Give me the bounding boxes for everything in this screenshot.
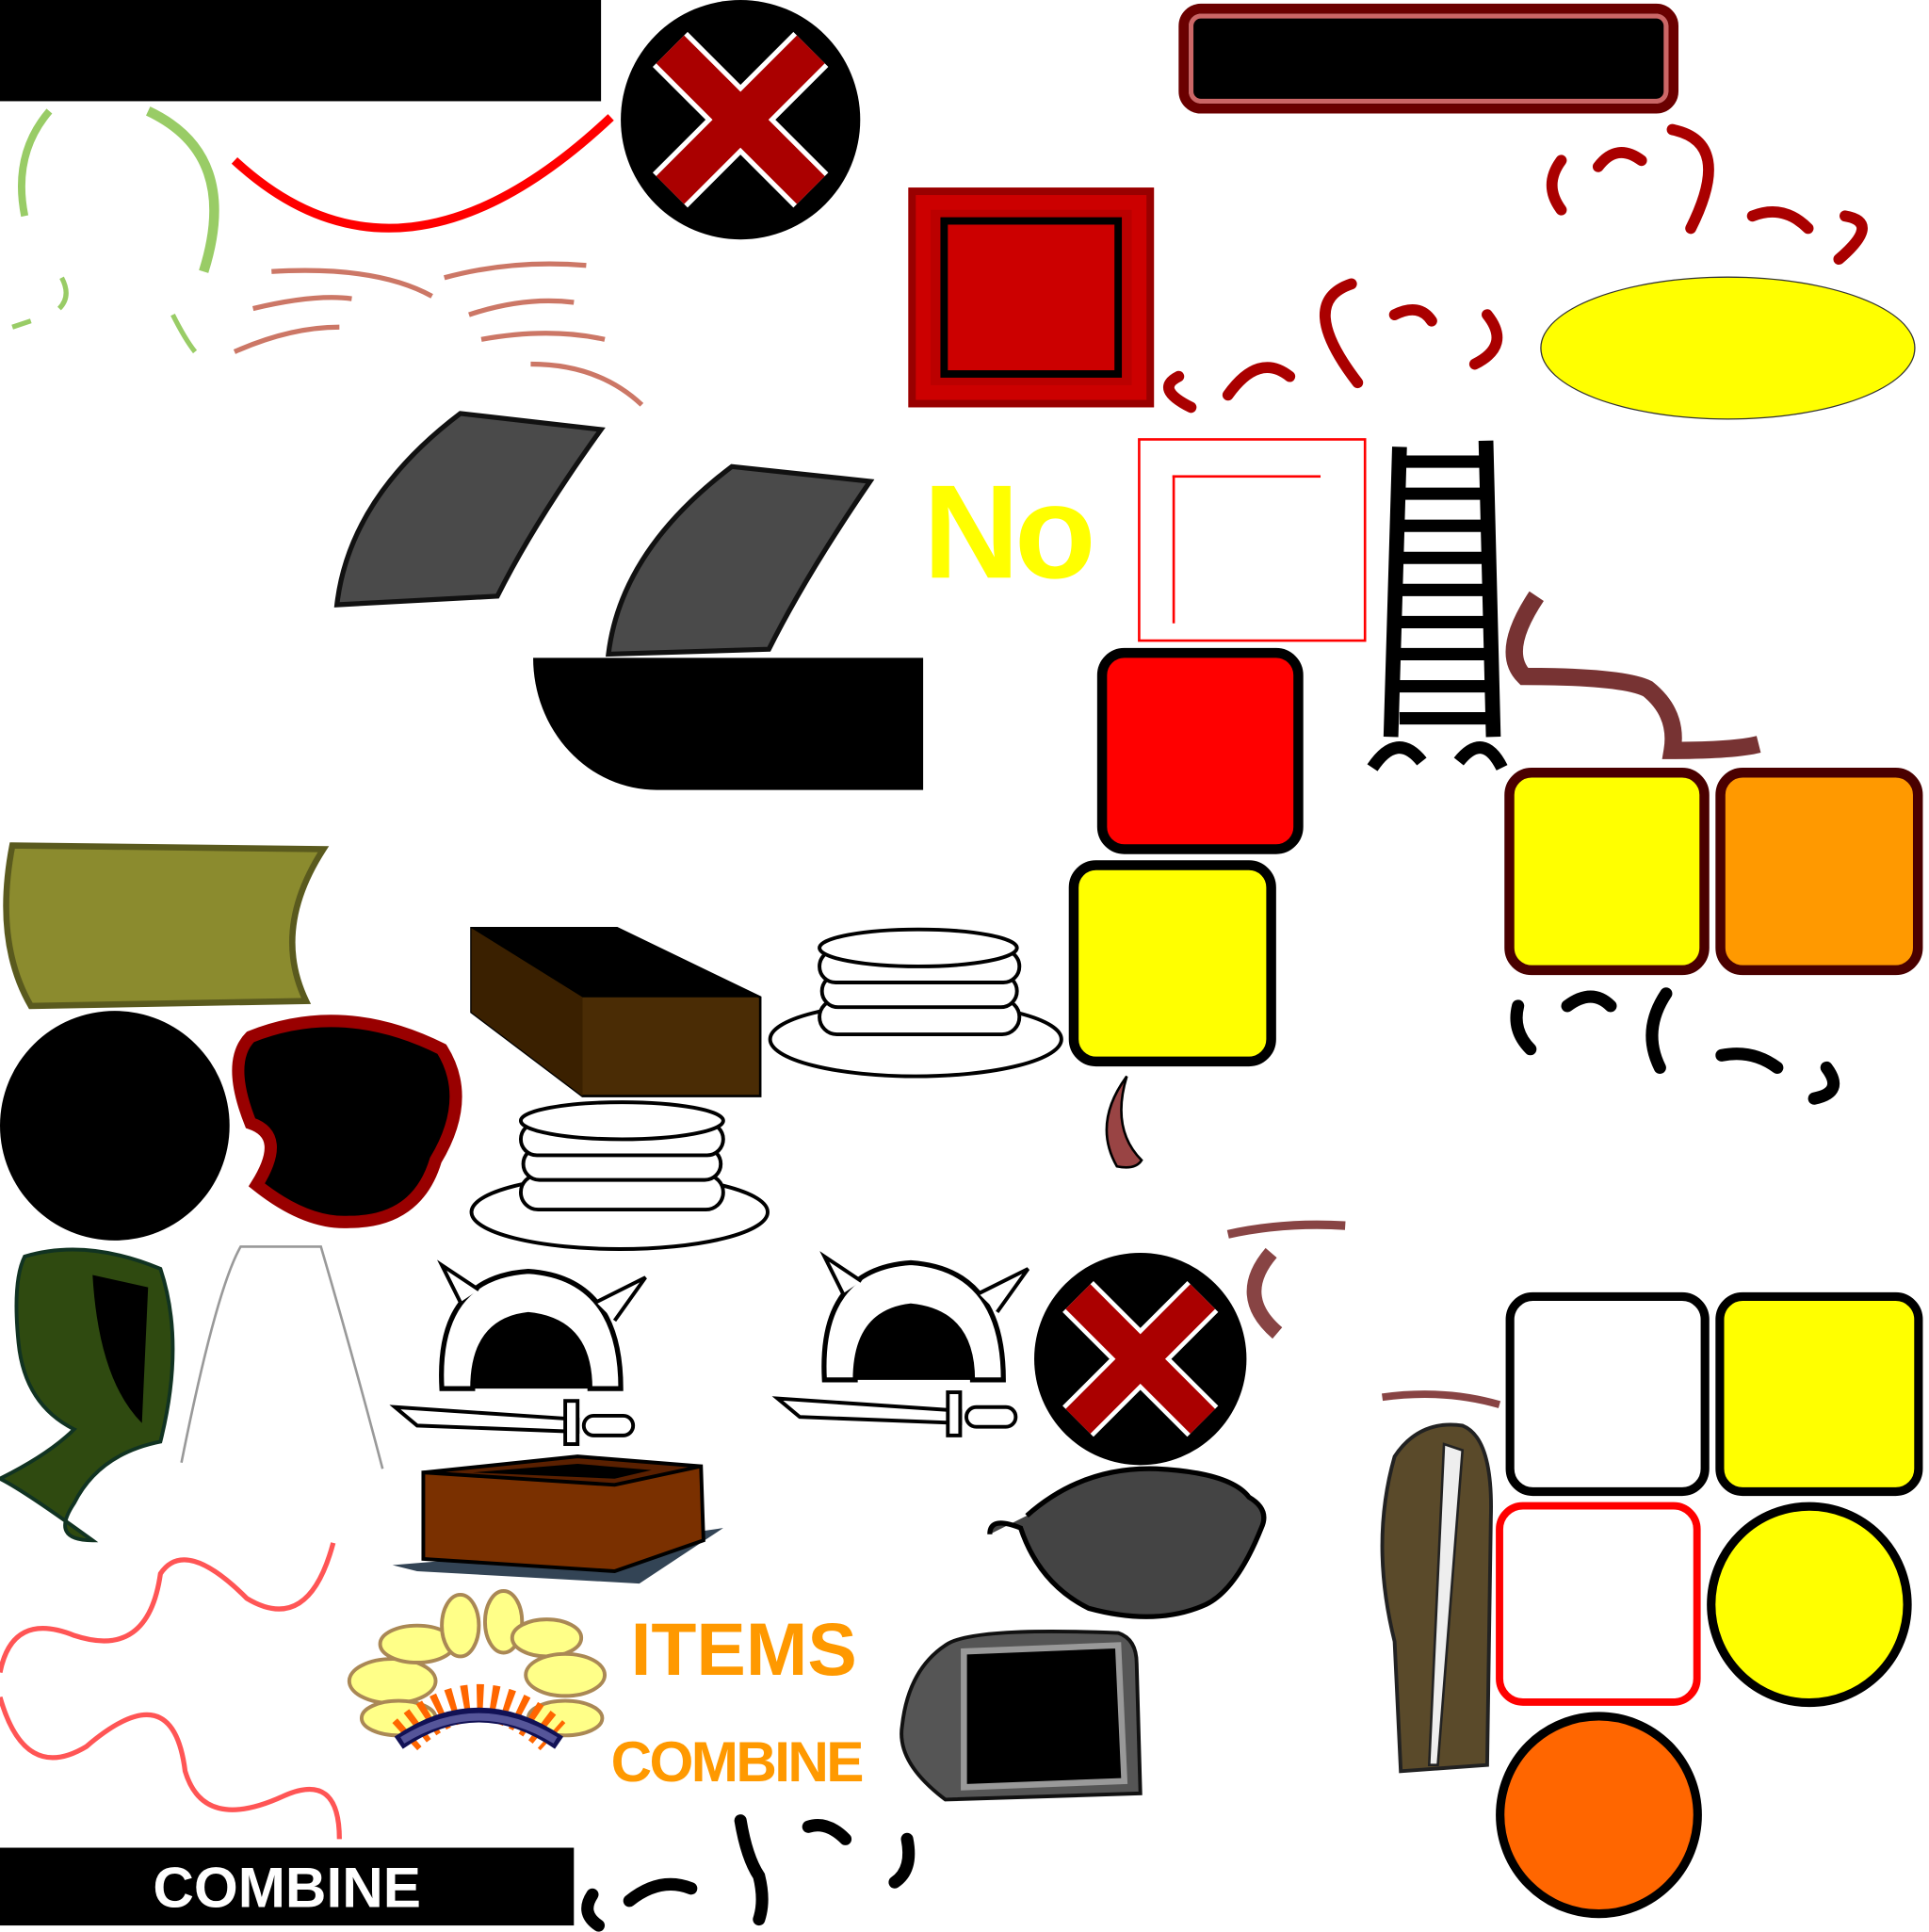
black-squiggle-marks: [1510, 987, 1840, 1105]
red-framed-bar: [1178, 3, 1679, 114]
red-square-button[interactable]: [908, 187, 1155, 408]
pancake-stack-2: [469, 1100, 770, 1251]
ladder-icon: [1367, 440, 1508, 771]
brown-whisker-strokes: [233, 261, 644, 407]
combine-button[interactable]: COMBINE: [0, 1847, 575, 1926]
gray-panel-right: [606, 463, 875, 658]
viking-helmet: [389, 1259, 647, 1447]
orange-circle-button[interactable]: [1496, 1712, 1702, 1919]
gray-pot: [987, 1466, 1267, 1619]
orange-slot[interactable]: [1715, 768, 1923, 976]
pancake-stack: [768, 927, 1063, 1079]
black-rounded-bar: [533, 658, 924, 790]
olive-banner: [3, 842, 330, 1010]
green-hood: [0, 1247, 175, 1543]
black-squiggle-marks-2: [581, 1814, 916, 1932]
dark-red-blob: [232, 1015, 462, 1228]
green-arc-decoration: [11, 106, 219, 354]
yellow-slot-2[interactable]: [1504, 768, 1710, 976]
close-x-icon[interactable]: [621, 0, 861, 240]
white-cone-outline: [180, 1245, 384, 1469]
no-label: No: [923, 456, 1095, 607]
combine-button-label: COMBINE: [153, 1854, 421, 1919]
red-slot[interactable]: [1096, 647, 1304, 854]
brown-tail: [1505, 591, 1761, 759]
yellow-circle-button[interactable]: [1707, 1502, 1912, 1708]
red-outline-square: [1138, 438, 1367, 642]
combine-orange-label: COMBINE: [610, 1729, 865, 1794]
white-slot-selected[interactable]: [1496, 1502, 1701, 1706]
items-label: ITEMS: [630, 1608, 857, 1692]
gray-panel-left: [333, 411, 606, 608]
brown-tray-box: [392, 1454, 723, 1584]
brown-horn: [1105, 1075, 1143, 1169]
yellow-ellipse: [1540, 276, 1916, 420]
brown-coat: [1380, 1390, 1501, 1774]
red-squiggle-marks: [1163, 123, 1868, 414]
yellow-slot[interactable]: [1068, 860, 1276, 1067]
red-smile-arc: [231, 114, 614, 233]
feather-headdress: [347, 1589, 608, 1751]
brown-box: [470, 927, 762, 1097]
brown-brow-strokes: [1226, 1220, 1346, 1339]
viking-helmet-2: [771, 1251, 1030, 1437]
red-wavy-lines: [0, 1542, 342, 1840]
gray-monitor: [900, 1629, 1143, 1802]
yellow-slot-3[interactable]: [1715, 1291, 1923, 1497]
black-circle: [0, 1011, 230, 1241]
black-title-bar: [0, 0, 602, 102]
close-x-icon-2[interactable]: [1034, 1252, 1247, 1466]
white-slot[interactable]: [1505, 1291, 1710, 1497]
